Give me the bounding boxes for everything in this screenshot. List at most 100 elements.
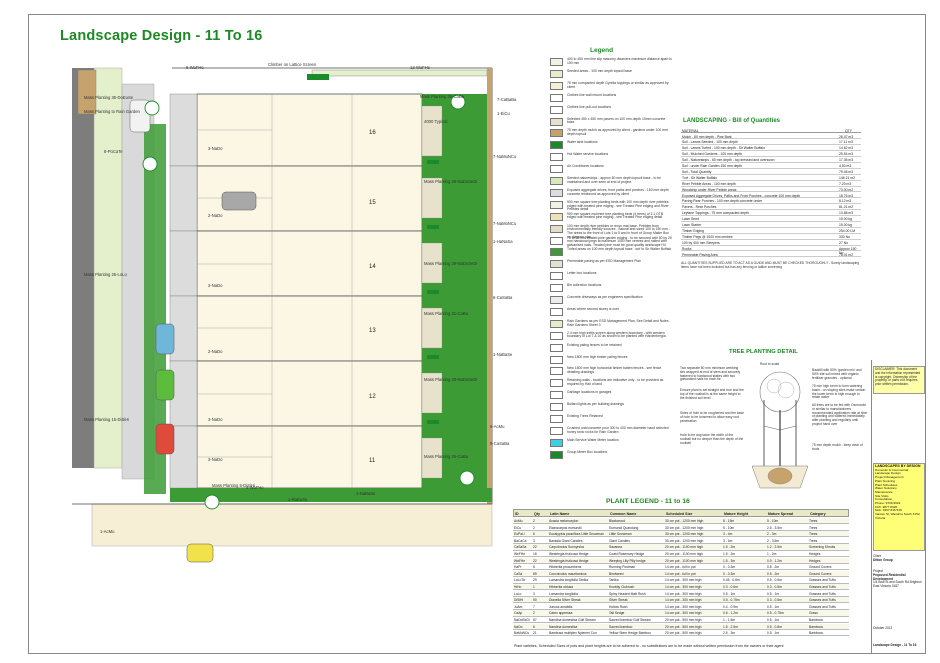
boq-qty: 73.00 m2 xyxy=(839,187,854,192)
boq-item: Soil - Total Quantity xyxy=(682,169,712,174)
mulch-corner xyxy=(77,69,97,115)
company-address: Vantive St, Wantirna South 3152, Victori… xyxy=(875,512,921,520)
plan-label: Mass Planting 35-CaBa xyxy=(424,454,468,459)
table-cell: Dianella Silver Streak xyxy=(549,598,581,603)
lot-16-dimension: 4000 Typical xyxy=(424,119,448,124)
boq-qty: 15.00 kg xyxy=(839,217,853,222)
boq-qty: 254.00 LM xyxy=(839,228,856,233)
table-cell: Bamboos xyxy=(809,624,823,629)
boq-item: River Pebble Areas - 100 mm depth xyxy=(682,181,736,186)
table-cell: 7 xyxy=(533,604,535,609)
table-cell: 2 xyxy=(533,519,535,523)
site-plan: 16 15 14 13 12 11 xyxy=(72,67,493,563)
front-turf-strip xyxy=(144,124,166,494)
boq-item: Woodchip under River Pebble areas xyxy=(682,187,737,192)
table-cell: Running Postman xyxy=(609,565,636,570)
table-cell: Blackwood xyxy=(609,519,625,523)
legend-swatch xyxy=(550,236,563,245)
legend-item: Bollard lights as per building drawings xyxy=(550,402,674,413)
plan-label: Mass Planting 5-DiSiHi xyxy=(212,483,255,488)
table-cell: 20 cm pot - 1100 mm high xyxy=(665,545,704,550)
legend-item: Hot Water service locations xyxy=(550,152,674,163)
table-cell: Trees xyxy=(809,538,818,543)
legend-swatch xyxy=(550,93,563,102)
legend-swatch xyxy=(550,284,563,293)
boq-item: Pavers - Rear Porches xyxy=(682,205,717,210)
table-cell: Spiny Headed Matt Rush xyxy=(609,591,646,596)
table-cell: LoLo xyxy=(514,591,522,596)
tree-detail-illustration xyxy=(751,371,809,489)
legend-text: New 1800 mm high horizontal timber batte… xyxy=(567,366,662,375)
legend-swatch xyxy=(550,200,563,209)
project-label: Project xyxy=(873,569,883,573)
table-cell: Juncus amabilis xyxy=(549,604,573,609)
table-cell: Banksia Giant Candles xyxy=(549,538,583,543)
plant-legend-header-cell: ID xyxy=(515,512,519,516)
table-cell: WeFHe xyxy=(514,552,526,556)
boq-qty: 17.11 m3 xyxy=(839,140,853,145)
boq-row: Woodchip under River Pebble areas 73.00 m… xyxy=(681,187,861,193)
table-cell: 14 cm pot - 300 mm high xyxy=(665,578,702,583)
legend-item: 75 mm depth mulch as approved by client … xyxy=(550,129,674,139)
plan-label: 3-NaDo xyxy=(208,457,223,462)
boq-qty: 27 No xyxy=(839,240,849,245)
table-cell: 0.5 - 1m xyxy=(767,591,780,596)
tree-note: 75 mm high berm to form watering basin -… xyxy=(812,384,866,400)
table-cell: 1 xyxy=(533,585,535,589)
legend-text: Group Meter Box locations xyxy=(567,449,608,454)
boq-qty: 13.88 m3 xyxy=(839,211,854,216)
legend-swatch xyxy=(550,81,563,90)
table-cell: 0.5 - 1m xyxy=(723,591,736,596)
table-cell: Sacred bamboo xyxy=(609,624,633,629)
legend-item: New 1800 mm high timber paling fences xyxy=(550,355,674,366)
table-cell: Hibbertia procumbens xyxy=(549,565,582,570)
legend-text: Clothes line wall mount locations xyxy=(567,92,617,97)
table-cell: Trees xyxy=(809,519,818,523)
table-cell: 1 - 2m xyxy=(767,552,777,556)
legend-text: Areas where second storey is over xyxy=(567,306,620,311)
plan-label: Mass Planting 25-CaBa xyxy=(420,94,464,99)
table-cell: 6 xyxy=(533,624,535,629)
plant-legend-header-cell: Latin Name xyxy=(550,512,570,516)
legend-item: Letter box locations xyxy=(550,271,674,282)
legend-item: Seeded naturestrips - approx 50 mm depth… xyxy=(550,176,674,187)
legend-item: Existing Trees Retained xyxy=(550,414,674,425)
table-cell: Lomandra longifolia xyxy=(549,591,578,596)
table-cell: Elaeocarpus eumundii xyxy=(549,525,582,530)
boq-title: LANDSCAPING - Bill of Quantities xyxy=(683,118,781,124)
legend-item: Clothes line pull-out locations xyxy=(550,105,674,116)
plan-label: 3-NaDo xyxy=(208,283,223,288)
sheet-title: Landscape Design - 11 To 16 xyxy=(873,643,917,647)
client-name: Ditton Group xyxy=(873,557,893,562)
table-cell: 8 - 15m xyxy=(723,519,735,523)
legend-item: Garbage locations in garages xyxy=(550,390,674,401)
legend-swatch xyxy=(550,248,563,257)
table-cell: Nandina domestica xyxy=(549,624,578,629)
company-service: Consultation xyxy=(875,497,893,502)
legend-text: Seeded naturestrips - approx 50 mm depth… xyxy=(567,176,662,184)
table-cell: Lomandra longifolia Tanika xyxy=(549,578,589,583)
plan-label: 7-NaMuNCu xyxy=(493,154,517,159)
table-cell: 20 cm pot - 500 mm high xyxy=(665,624,702,629)
lot-12 xyxy=(169,360,487,427)
table-cell: Westringia fruticosa Hedge xyxy=(549,552,589,556)
table-cell: Carex appressa xyxy=(549,611,573,616)
legend-text: 2.4 mm high trellis screen along western… xyxy=(567,330,666,339)
client-label: Client xyxy=(873,554,882,558)
plan-label: 2-NaDo xyxy=(208,213,223,218)
lot-13 xyxy=(169,295,487,362)
boq-item: Leytane Toppings - 75 mm compacted depth xyxy=(682,211,749,216)
plan-label: Mass Planting 15-DiSiHi xyxy=(84,417,130,422)
car-silver xyxy=(221,191,257,211)
room-lines xyxy=(197,94,353,488)
